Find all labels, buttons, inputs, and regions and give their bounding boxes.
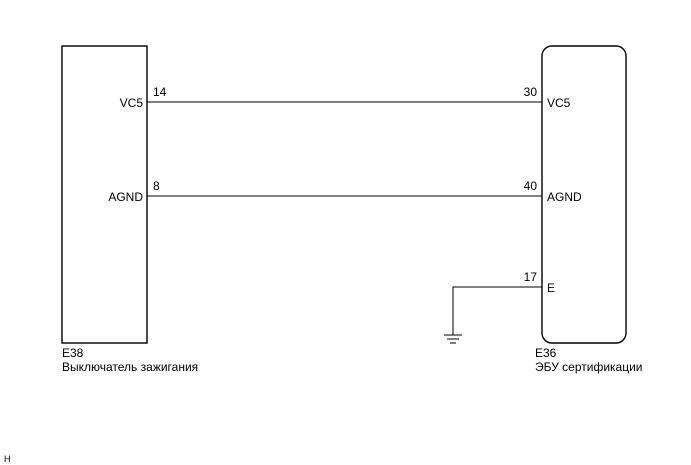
left-component-name: Выключатель зажигания <box>62 360 198 374</box>
right-pin-agnd-number: 40 <box>524 179 538 193</box>
right-connector-code: E36 <box>535 346 557 360</box>
right-pin-vc5-label: VC5 <box>547 96 571 110</box>
left-pin-vc5-number: 14 <box>153 85 167 99</box>
ground-icon <box>444 334 462 344</box>
wire-ground <box>452 286 542 335</box>
right-pin-e-number: 17 <box>524 270 538 284</box>
left-pin-agnd-label: AGND <box>108 190 143 204</box>
left-connector-code: E38 <box>62 346 84 360</box>
right-component-box <box>541 45 627 344</box>
right-pin-agnd-label: AGND <box>547 190 582 204</box>
left-component-box <box>61 45 148 344</box>
left-pin-agnd-number: 8 <box>153 179 160 193</box>
right-pin-vc5-number: 30 <box>524 85 538 99</box>
right-pin-e-label: E <box>547 281 555 295</box>
left-pin-vc5-label: VC5 <box>120 96 144 110</box>
footer-code: H <box>4 454 11 464</box>
right-component-name: ЭБУ сертификации <box>535 360 643 374</box>
